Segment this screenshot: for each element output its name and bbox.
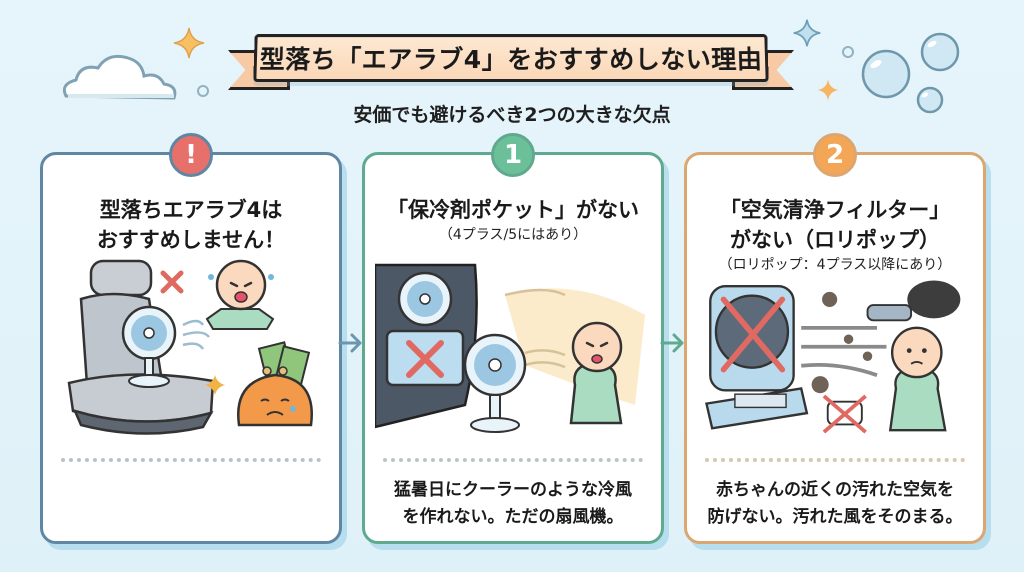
- fan-icon: [121, 305, 177, 388]
- title-ribbon: 型落ち「エアラブ4」をおすすめしない理由: [228, 28, 794, 96]
- no-cooling-pocket-illustration: [375, 263, 645, 433]
- card-note: （4プラス/5にはあり）: [438, 227, 588, 243]
- card-body: 猛暑日にクーラーのような冷風 を作れない。ただの扇風機。: [375, 477, 651, 531]
- ring-icon: [197, 85, 209, 97]
- sad-baby-icon: [888, 326, 947, 432]
- sparkle-icon: [817, 79, 839, 101]
- card-body: 赤ちゃんの近くの汚れた空気を 防げない。汚れた風をそのまる。: [697, 477, 973, 531]
- card-body-line2: 防げない。汚れた風をそのまる。: [707, 507, 963, 527]
- card-title-line1: 「空気清浄フィルター」: [719, 198, 951, 222]
- sparkle-icon: [793, 19, 821, 47]
- exclamation-icon: !: [169, 133, 213, 177]
- bubbles-icon: [842, 32, 960, 114]
- ribbon-banner: 型落ち「エアラブ4」をおすすめしない理由: [253, 34, 769, 83]
- car-seat-fan-illustration: [67, 259, 313, 435]
- card-body-line1: 猛暑日にクーラーのような冷風: [394, 480, 632, 500]
- card-note: （ロリポップ：4プラス以降にあり）: [718, 257, 952, 273]
- dotted-divider: [383, 458, 643, 462]
- crossed-mask-icon: [822, 394, 867, 434]
- cloud-icon: [62, 54, 177, 100]
- desk-fan-icon: [463, 333, 527, 433]
- dirty-air-icon: [801, 291, 887, 394]
- card-title-line1: 「保冷剤ポケット」がない: [387, 198, 639, 222]
- dotted-divider: [61, 458, 321, 462]
- card-title-line2: おすすめしません！: [96, 228, 286, 252]
- dotted-divider: [705, 458, 965, 462]
- number-badge: 1: [491, 133, 535, 177]
- card-title: 「空気清浄フィルター」 がない（ロリポップ） （ロリポップ：4プラス以降にあり）: [695, 195, 975, 275]
- sparkle-icon: [205, 375, 225, 395]
- crying-baby-icon: [205, 259, 275, 330]
- red-x-icon: [160, 270, 184, 294]
- no-air-filter-illustration: [705, 280, 961, 434]
- sparkle-icon: [173, 27, 205, 59]
- arrow-right-icon: [338, 333, 362, 353]
- card-title: 「保冷剤ポケット」がない （4プラス/5にはあり）: [373, 195, 653, 245]
- reason-card-1: 1 「保冷剤ポケット」がない （4プラス/5にはあり）: [362, 133, 664, 544]
- card-body-line2: を作れない。ただの扇風機。: [402, 507, 624, 527]
- red-x-icon: [720, 296, 786, 373]
- air-purifier-fan-icon: [705, 284, 809, 430]
- card-title-line2: がない（ロリポップ）: [730, 228, 940, 252]
- page-subtitle: 安価でも避けるべき2つの大きな欠点: [353, 104, 671, 126]
- wind-icon: [182, 319, 210, 350]
- card-body-line1: 赤ちゃんの近くの汚れた空気を: [716, 480, 954, 500]
- red-x-icon: [406, 340, 444, 378]
- sad-purse-icon: [237, 341, 313, 427]
- car-exhaust-icon: [866, 280, 961, 322]
- page-title: 型落ち「エアラブ4」をおすすめしない理由: [259, 45, 763, 74]
- uncomfortable-baby-icon: [569, 321, 623, 425]
- card-title-line1: 型落ちエアラブ4は: [99, 198, 283, 222]
- number-badge: 2: [813, 133, 857, 177]
- seat-fan-icon: [397, 271, 453, 327]
- arrow-right-icon: [660, 333, 684, 353]
- summary-card: ! 型落ちエアラブ4は おすすめしません！: [40, 133, 342, 544]
- reason-card-2: 2 「空気清浄フィルター」 がない（ロリポップ） （ロリポップ：4プラス以降にあ…: [684, 133, 986, 544]
- card-title: 型落ちエアラブ4は おすすめしません！: [51, 195, 331, 255]
